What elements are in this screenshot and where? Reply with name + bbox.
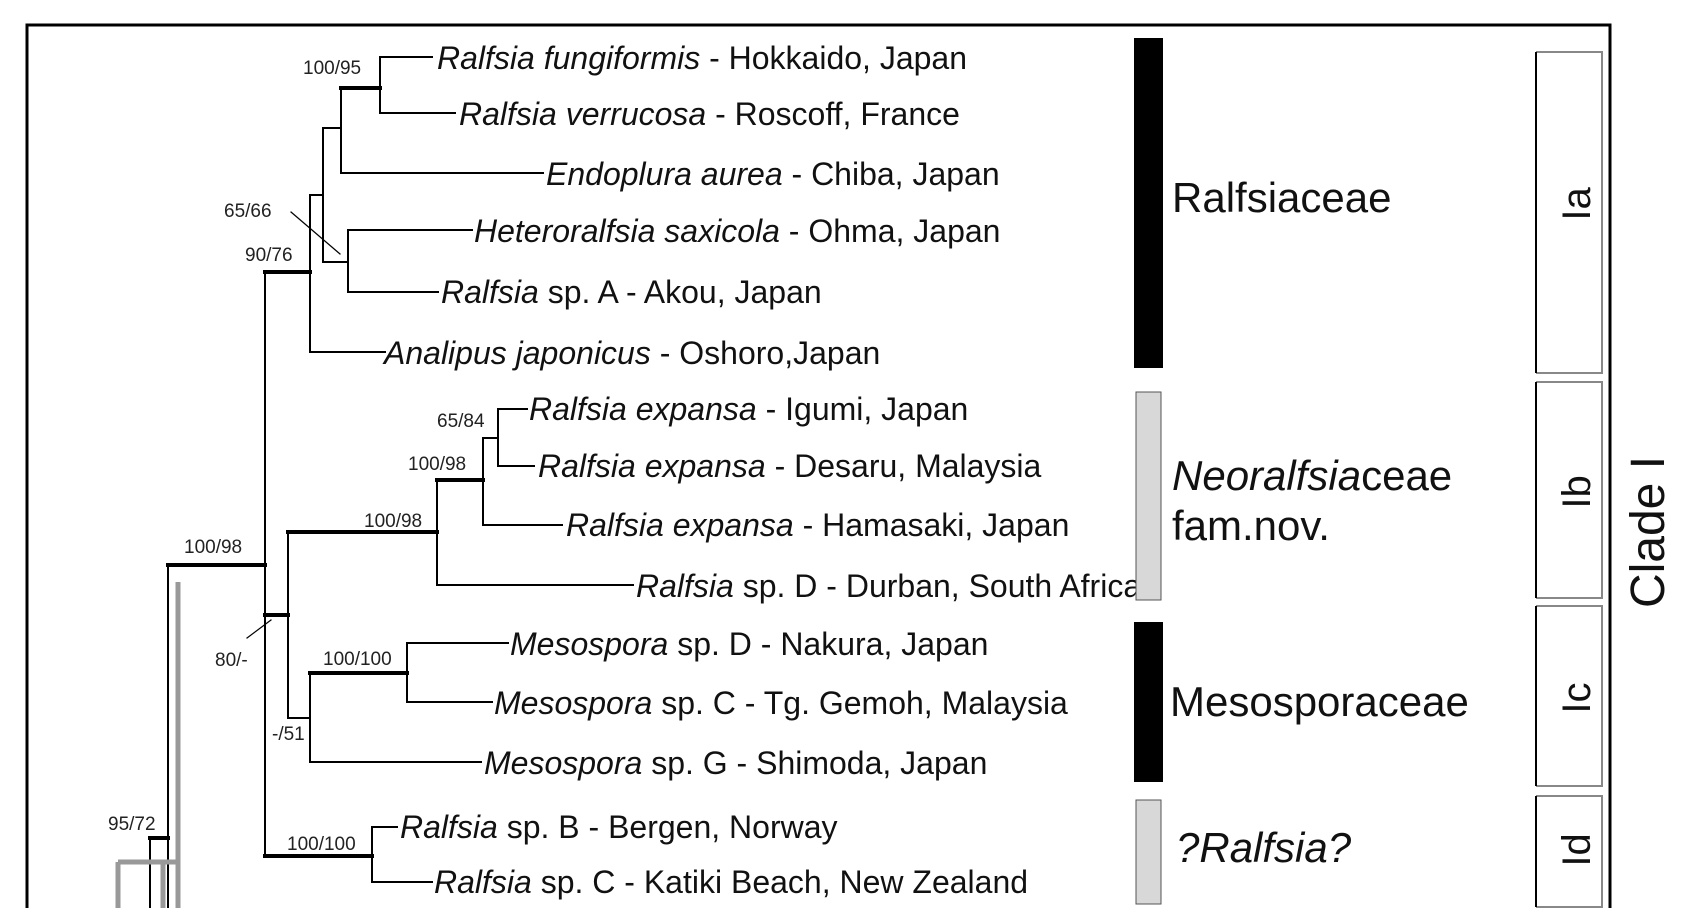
taxon-genus: Mesospora bbox=[510, 626, 668, 662]
support-values: 100/95 65/66 90/76 65/84 100/98 100/98 1… bbox=[108, 58, 485, 855]
support-value: 100/98 bbox=[364, 511, 422, 532]
taxon-genus: Ralfsia bbox=[636, 568, 734, 604]
taxon-genus: Analipus japonicus bbox=[382, 335, 651, 371]
taxon-label: Ralfsia fungiformis - Hokkaido, Japan bbox=[437, 40, 967, 76]
support-value: -/51 bbox=[272, 724, 305, 745]
taxon-locality: - Ohma, Japan bbox=[780, 213, 1001, 249]
taxon-genus: Ralfsia bbox=[400, 809, 498, 845]
taxon-label: Ralfsia sp. A - Akou, Japan bbox=[441, 274, 822, 310]
taxon-locality: sp. C - Tg. Gemoh, Malaysia bbox=[652, 685, 1068, 721]
taxon-label: Ralfsia expansa - Desaru, Malaysia bbox=[538, 448, 1042, 484]
taxon-label: Mesospora sp. D - Nakura, Japan bbox=[510, 626, 988, 662]
support-value: 65/66 bbox=[224, 201, 272, 222]
taxon-label: Heteroralfsia saxicola - Ohma, Japan bbox=[474, 213, 1000, 249]
taxon-locality: sp. A - Akou, Japan bbox=[539, 274, 822, 310]
support-value: 95/72 bbox=[108, 814, 156, 835]
taxon-locality: - Desaru, Malaysia bbox=[766, 448, 1042, 484]
support-value: 100/100 bbox=[287, 834, 356, 855]
subclade-brackets bbox=[1535, 51, 1603, 908]
support-value: 100/98 bbox=[408, 454, 466, 475]
taxon-genus: Ralfsia expansa bbox=[538, 448, 766, 484]
taxon-genus: Ralfsia expansa bbox=[566, 507, 794, 543]
taxon-label: Endoplura aurea - Chiba, Japan bbox=[546, 156, 1000, 192]
family-bar-neoralfsiaceae bbox=[1135, 391, 1162, 601]
taxon-genus: Ralfsia verrucosa bbox=[459, 96, 706, 132]
taxon-genus: Ralfsia fungiformis bbox=[437, 40, 700, 76]
taxon-label: Ralfsia sp. D - Durban, South Africa bbox=[636, 568, 1141, 604]
family-bars bbox=[1134, 38, 1163, 905]
family-label-ralfsia-uncertain: ?Ralfsia? bbox=[1176, 824, 1352, 871]
subclade-label-ib: Ib bbox=[1555, 475, 1599, 508]
taxon-genus: Ralfsia bbox=[441, 274, 539, 310]
family-labels: Ralfsiaceae Neoralfsiaceae fam.nov. Meso… bbox=[1170, 174, 1469, 871]
taxon-label: Analipus japonicus - Oshoro,Japan bbox=[382, 335, 880, 371]
taxon-locality: - Chiba, Japan bbox=[783, 156, 1000, 192]
taxon-genus: Ralfsia bbox=[434, 864, 532, 900]
family-label-mesosporaceae: Mesosporaceae bbox=[1170, 678, 1469, 725]
taxon-locality: sp. B - Bergen, Norway bbox=[498, 809, 838, 845]
support-value: 100/100 bbox=[323, 649, 392, 670]
taxon-locality: sp. C - Katiki Beach, New Zealand bbox=[532, 864, 1028, 900]
taxon-label: Mesospora sp. G - Shimoda, Japan bbox=[484, 745, 987, 781]
taxon-labels: Ralfsia fungiformis - Hokkaido, Japan Ra… bbox=[382, 40, 1141, 900]
taxon-locality: sp. G - Shimoda, Japan bbox=[642, 745, 987, 781]
taxon-label: Ralfsia expansa - Hamasaki, Japan bbox=[566, 507, 1069, 543]
taxon-genus: Mesospora bbox=[484, 745, 642, 781]
family-bar-ralfsia-uncertain bbox=[1135, 799, 1162, 905]
support-value: 80/- bbox=[215, 650, 248, 671]
family-bar-ralfsiaceae bbox=[1134, 38, 1163, 368]
tree-branches bbox=[148, 56, 634, 908]
support-value: 100/98 bbox=[184, 537, 242, 558]
taxon-genus: Heteroralfsia saxicola bbox=[474, 213, 780, 249]
taxon-locality: - Roscoff, France bbox=[706, 96, 960, 132]
subclade-label-ia: Ia bbox=[1555, 187, 1599, 221]
taxon-genus: Mesospora bbox=[494, 685, 652, 721]
subclade-label-id: Id bbox=[1555, 833, 1599, 866]
taxon-label: Ralfsia expansa - Igumi, Japan bbox=[529, 391, 968, 427]
taxon-locality: sp. D - Durban, South Africa bbox=[734, 568, 1142, 604]
support-value: 90/76 bbox=[245, 245, 293, 266]
taxon-locality: sp. D - Nakura, Japan bbox=[668, 626, 988, 662]
family-label-neoralfsiaceae: Neoralfsiaceae bbox=[1172, 452, 1452, 499]
taxon-label: Ralfsia verrucosa - Roscoff, France bbox=[459, 96, 960, 132]
taxon-locality: - Igumi, Japan bbox=[757, 391, 969, 427]
taxon-label: Mesospora sp. C - Tg. Gemoh, Malaysia bbox=[494, 685, 1068, 721]
taxon-locality: - Hamasaki, Japan bbox=[794, 507, 1070, 543]
taxon-genus: Endoplura aurea bbox=[546, 156, 783, 192]
clade-label: Clade I bbox=[1622, 456, 1675, 608]
family-bar-mesosporaceae bbox=[1134, 622, 1163, 782]
taxon-genus: Ralfsia expansa bbox=[529, 391, 757, 427]
support-value: 65/84 bbox=[437, 411, 485, 432]
outgroup-branches bbox=[115, 582, 181, 908]
taxon-label: Ralfsia sp. B - Bergen, Norway bbox=[400, 809, 838, 845]
figure-frame bbox=[25, 23, 1612, 908]
taxon-locality: - Oshoro,Japan bbox=[651, 335, 880, 371]
family-label-ralfsiaceae: Ralfsiaceae bbox=[1172, 174, 1391, 221]
subclade-labels: Ia Ib Ic Id bbox=[1555, 187, 1599, 867]
support-value: 100/95 bbox=[303, 58, 361, 79]
taxon-label: Ralfsia sp. C - Katiki Beach, New Zealan… bbox=[434, 864, 1028, 900]
subclade-label-ic: Ic bbox=[1555, 682, 1599, 713]
family-label-fam-nov: fam.nov. bbox=[1172, 502, 1330, 549]
taxon-locality: - Hokkaido, Japan bbox=[700, 40, 967, 76]
